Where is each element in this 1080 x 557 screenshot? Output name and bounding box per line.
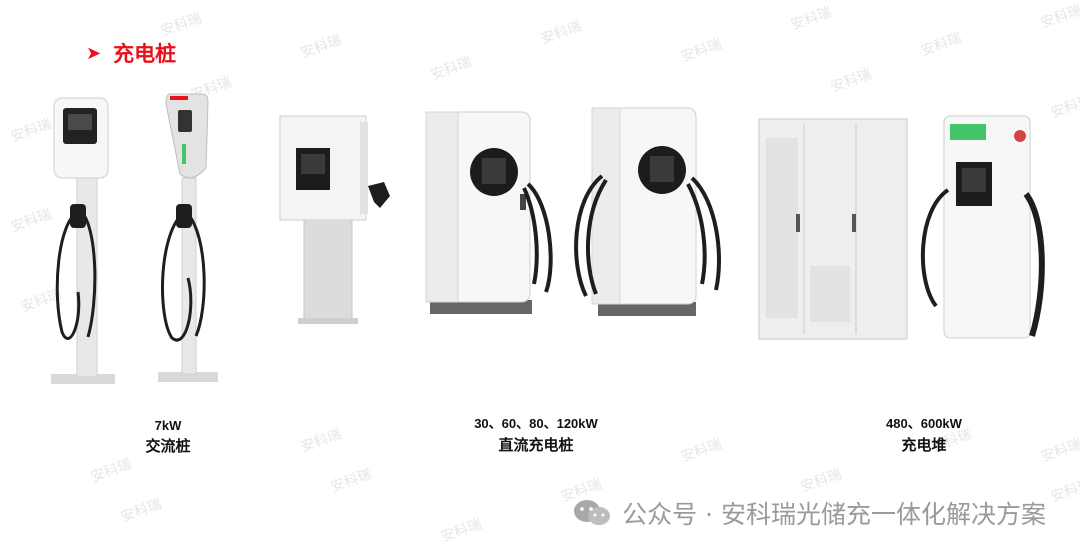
watermark-text: 安科瑞 [678, 36, 724, 66]
watermark-text: 安科瑞 [298, 426, 344, 456]
watermark-text: 安科瑞 [1038, 436, 1080, 466]
product-spec: 480、600kW [886, 416, 962, 431]
watermark-text: 安科瑞 [118, 496, 164, 526]
dc-charger-image-3 [574, 107, 721, 316]
charging-stack-cabinet-image [758, 118, 908, 340]
section-heading: ➤ 充电桩 [86, 38, 176, 68]
watermark-text: 安科瑞 [298, 32, 344, 62]
charging-stack-dispenser-image [920, 115, 1045, 339]
watermark-text: 安科瑞 [1048, 476, 1080, 506]
dc-charger-image-1 [279, 115, 390, 324]
watermark-text: 安科瑞 [538, 18, 584, 48]
product-name: 直流充电桩 [498, 437, 574, 454]
product-caption-ac: 7kW 交流桩 [118, 418, 218, 456]
product-name: 交流桩 [145, 438, 191, 455]
watermark-text: 安科瑞 [1048, 92, 1080, 122]
product-caption-stack: 480、600kW 充电堆 [864, 413, 984, 455]
product-caption-dc: 30、60、80、120kW 直流充电桩 [446, 413, 626, 455]
ac-charger-image-1 [51, 97, 115, 384]
product-name: 充电堆 [901, 437, 947, 454]
watermark-text: 安科瑞 [428, 54, 474, 84]
watermark-text: 安科瑞 [798, 466, 844, 496]
watermark-text: 安科瑞 [88, 456, 134, 486]
product-spec: 30、60、80、120kW [474, 416, 598, 431]
account-footer: 公众号 · 安科瑞光储充一体化解决方案 [572, 495, 1046, 531]
product-spec: 7kW [154, 418, 182, 433]
watermark-text: 安科瑞 [678, 436, 724, 466]
ac-charger-image-2 [158, 93, 218, 382]
dc-charger-image-2 [425, 111, 553, 314]
watermark-text: 安科瑞 [1038, 2, 1080, 32]
footer-text: 公众号 · 安科瑞光储充一体化解决方案 [622, 500, 1046, 529]
wechat-icon [574, 500, 611, 525]
watermark-text: 安科瑞 [918, 30, 964, 60]
watermark-text: 安科瑞 [438, 516, 484, 546]
arrow-bullet-icon: ➤ [86, 42, 102, 64]
watermark-text: 安科瑞 [158, 10, 204, 40]
section-title: 充电桩 [113, 42, 177, 66]
watermark-text: 安科瑞 [828, 66, 874, 96]
watermark-text: 安科瑞 [788, 4, 834, 34]
watermark-text: 安科瑞 [328, 466, 374, 496]
